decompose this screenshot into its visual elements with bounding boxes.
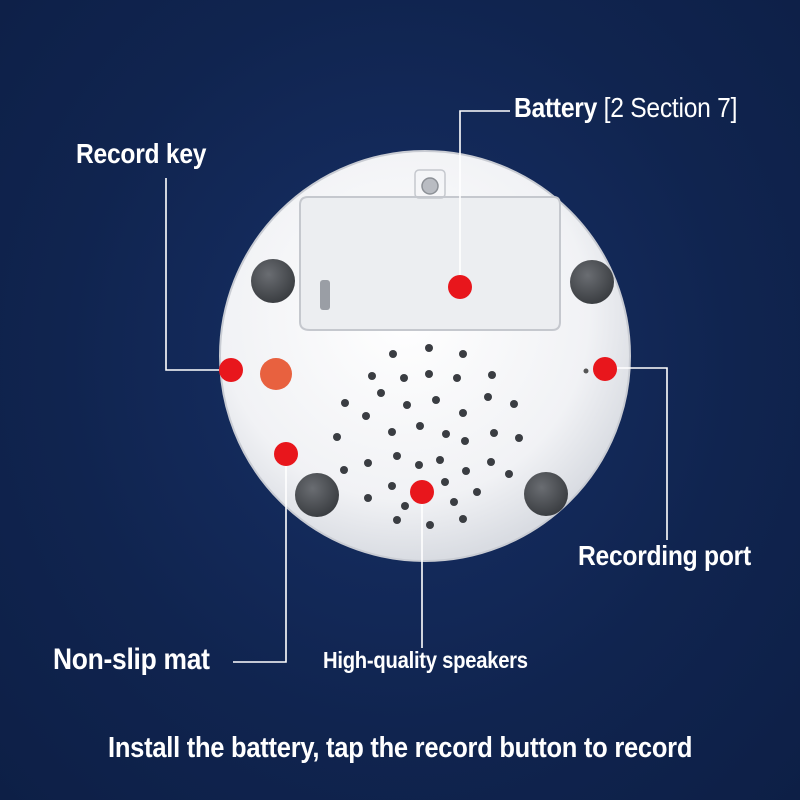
leader-recording-port — [605, 367, 668, 540]
leader-lines — [165, 110, 668, 663]
leader-battery — [459, 110, 510, 287]
speakers-label: High-quality speakers — [323, 647, 528, 673]
marker-speakers — [410, 480, 434, 504]
record-button[interactable] — [260, 358, 292, 390]
recording-port-hole — [583, 368, 589, 374]
marker-recording-port — [593, 357, 617, 381]
non-slip-mat-label: Non-slip mat — [53, 643, 210, 676]
battery-label: Battery [2 Section 7] — [514, 92, 737, 124]
leader-record-key — [165, 178, 231, 371]
marker-non-slip-mat — [274, 442, 298, 466]
leader-non-slip-mat — [233, 454, 287, 663]
battery-spec-text: [2 Section 7] — [603, 92, 738, 123]
marker-battery — [448, 275, 472, 299]
foot-top-left — [251, 259, 295, 303]
markers — [219, 275, 617, 504]
foot-bottom-right — [524, 472, 568, 516]
battery-compartment — [299, 169, 561, 331]
battery-label-text: Battery — [514, 92, 598, 123]
speaker-grille — [333, 344, 523, 529]
foot-top-right — [570, 260, 614, 304]
recording-port-label: Recording port — [578, 540, 751, 571]
marker-record-key — [219, 358, 243, 382]
record-key-label: Record key — [76, 138, 207, 169]
foot-bottom-left — [295, 473, 339, 517]
caption: Install the battery, tap the record butt… — [108, 732, 693, 764]
